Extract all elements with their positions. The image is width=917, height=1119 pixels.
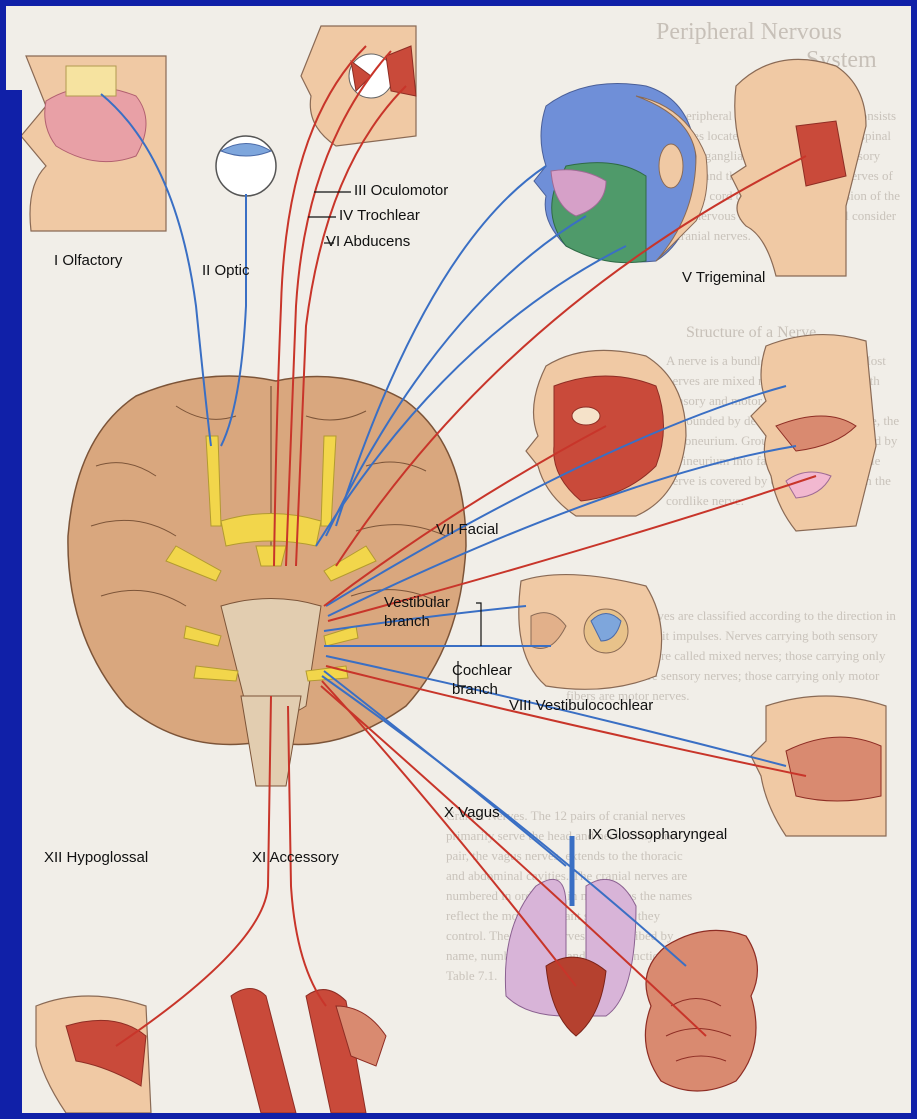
label-olfactory: I Olfactory — [54, 252, 122, 269]
label-vestibular-branch: Vestibular branch — [384, 593, 450, 631]
label-hypoglossal: XII Hypoglossal — [44, 849, 148, 866]
trigeminal-face — [534, 84, 707, 263]
label-facial: VII Facial — [436, 521, 499, 538]
label-trochlear: IV Trochlear — [339, 207, 420, 224]
intestines — [645, 930, 757, 1091]
inner-ear — [519, 575, 662, 690]
neck-muscles — [231, 989, 386, 1114]
slide-left-border — [0, 90, 22, 1119]
label-glossopharyngeal: IX Glossopharyngeal — [588, 826, 727, 843]
label-accessory: XI Accessory — [252, 849, 339, 866]
label-trigeminal: V Trigeminal — [682, 269, 765, 286]
label-vagus: X Vagus — [444, 804, 500, 821]
label-optic: II Optic — [202, 262, 250, 279]
label-abducens: VI Abducens — [326, 233, 410, 250]
eyeball — [216, 136, 276, 196]
facial-muscles-head — [526, 350, 686, 516]
tongue-head — [36, 996, 151, 1113]
brain-underside — [68, 376, 466, 786]
jaw-head — [731, 59, 866, 276]
taste-head — [751, 335, 876, 531]
eye-muscles-head — [301, 26, 416, 146]
label-oculomotor: III Oculomotor — [354, 182, 448, 199]
cranial-nerves-illustration — [6, 6, 911, 1113]
label-cochlear-branch: Cochlear branch — [452, 661, 512, 699]
diagram-frame: Peripheral Nervous System The peripheral… — [6, 6, 911, 1113]
label-vestibulocochlear: VIII Vestibulocochlear — [509, 697, 653, 714]
throat-head — [751, 696, 886, 836]
